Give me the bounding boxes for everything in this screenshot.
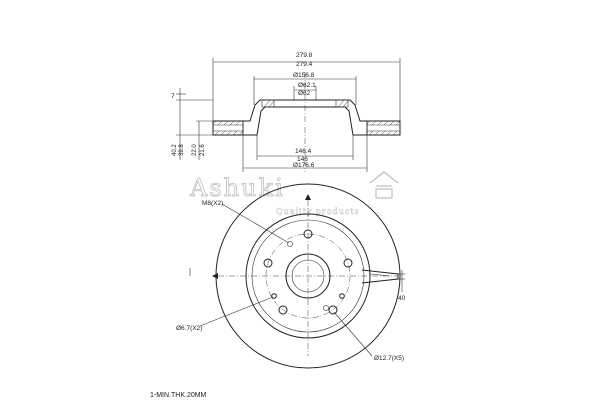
bolt-hole [328,305,338,315]
hat-block-right [335,99,349,108]
right-hatch [366,120,401,136]
leader-small-holes [199,296,274,327]
dim-thick-b: 21.6 [200,144,206,156]
small-holes [271,293,345,299]
bolt-circle [265,233,351,319]
dim-inner-c: Ø176.6 [293,162,315,169]
dim-outer-max: 279.8 [296,52,313,59]
vent-cutout [361,269,399,284]
dim-inner-a: 146.4 [295,148,312,155]
dim-inner-b: 146 [297,156,308,163]
leader-bolt-holes [333,311,373,357]
watermark-tagline: Quality products [276,207,360,216]
thread-holes [287,241,329,311]
dim-bore-max: Ø62.1 [298,82,316,89]
dim-hat-diameter: Ø156.8 [293,72,315,79]
left-hatch [212,120,244,136]
watermark-logo-icon [369,171,399,199]
hat-block-left [261,99,275,108]
watermark-brand: Ashuki [189,174,285,202]
callout-thread: M8(X2) [202,200,223,207]
dim-bore-min: Ø62 [298,90,311,97]
vent-channels [213,124,400,132]
min-thickness-note: 1-MIN.THK.20MM [150,392,207,399]
dim-outer-min: 279.4 [296,61,313,68]
vent-label: 40 [398,295,406,302]
bolt-hole [303,229,313,239]
center-bore [285,253,331,299]
callout-bolt-holes: Ø12.7(X5) [374,355,404,362]
bolt-hole [278,305,288,315]
dim-thick-a: 22.0 [192,144,198,156]
friction-inner-circle [245,213,371,339]
thread-hole [287,241,293,247]
small-hole [271,293,277,299]
left-flange [212,120,244,136]
small-hole [339,293,345,299]
arrow-up-icon [305,194,311,200]
bolt-holes [263,229,353,315]
section-view: 279.8 279.4 Ø156.8 Ø62.1 Ø62 146.4 146 Ø… [171,52,401,172]
callout-small-holes: Ø6.7(X2) [176,325,202,332]
dim-height-b: 39.8 [179,144,185,156]
bolt-hole [263,258,273,268]
hat-profile [243,99,367,122]
leader-thread [221,203,290,244]
dim-offset: 7 [171,93,175,100]
front-view: 40 M8(X2) Ø6.7(X2) Ø12.7(X5) [176,183,406,369]
thread-hole [323,305,329,311]
hat-inner-profile [243,106,367,136]
bolt-hole [343,258,353,268]
hat-circle [251,219,365,333]
watermark: Ashuki Quality products [189,171,399,216]
arrow-left-icon [212,273,218,279]
dim-height-a: 40.2 [172,144,178,156]
center-ring [291,259,325,293]
